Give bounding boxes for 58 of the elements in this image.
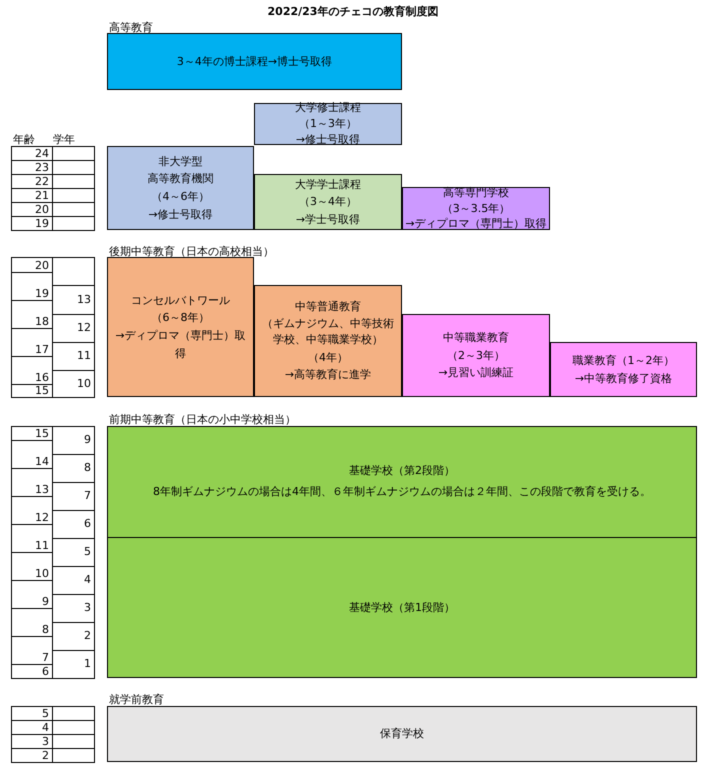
school-box bbox=[107, 537, 697, 678]
box-text: →ディプロマ（専門士）取得 bbox=[405, 216, 547, 232]
table-cell: 19 bbox=[11, 216, 53, 231]
box-text: 中等職業教育 bbox=[443, 330, 509, 346]
table-cell: 2 bbox=[11, 748, 53, 763]
table-cell: 5 bbox=[11, 706, 53, 721]
school-box bbox=[107, 706, 697, 762]
box-text: （3～3.5年） bbox=[442, 200, 510, 216]
box-text: 8年制ギムナジウムの場合は4年間、６年制ギムナジウムの場合は２年間、この段階で教育を受ける。 bbox=[153, 484, 651, 500]
box-text: （3～4年） bbox=[299, 194, 357, 210]
box-text: 基礎学校（第1段階） bbox=[349, 600, 455, 616]
box-text: （2～3年） bbox=[447, 348, 505, 364]
column-header: 年齢 bbox=[13, 132, 35, 147]
table-cell: 9 bbox=[52, 426, 95, 455]
box-text: （4年） bbox=[308, 350, 348, 366]
box-text: （6～8年） bbox=[152, 310, 210, 326]
school-box bbox=[402, 187, 550, 230]
school-box bbox=[254, 174, 402, 230]
table-cell: 10 bbox=[52, 370, 95, 398]
school-box bbox=[550, 342, 697, 397]
school-box bbox=[107, 426, 697, 538]
box-text: 3～4年の博士課程→博士号取得 bbox=[176, 54, 332, 70]
section-heading: 後期中等教育（日本の高校相当） bbox=[109, 244, 274, 259]
column-header: 学年 bbox=[53, 132, 75, 147]
table-cell: 1 bbox=[52, 650, 95, 679]
box-text: →高等教育に進学 bbox=[284, 367, 372, 384]
school-box bbox=[402, 314, 550, 397]
box-text: 非大学型 bbox=[158, 154, 202, 170]
box-text: →修士号取得 bbox=[296, 132, 360, 148]
box-text: 保育学校 bbox=[380, 726, 424, 742]
box-text: 高等教育機関 bbox=[148, 171, 214, 188]
box-text: 中等普通教育 bbox=[295, 299, 361, 316]
box-text: （4～6年） bbox=[152, 189, 210, 205]
box-text: コンセルバトワール bbox=[131, 292, 230, 309]
box-text: （ギムナジウム、中等技術学校、中等職業学校） bbox=[261, 316, 395, 348]
box-text: （1～3年） bbox=[299, 116, 357, 132]
section-heading: 就学前教育 bbox=[109, 692, 164, 707]
table-cell: 15 bbox=[11, 426, 53, 441]
table-cell: 24 bbox=[11, 146, 53, 161]
school-box bbox=[254, 285, 402, 397]
box-text: →ディプロマ（専門士）取得 bbox=[114, 328, 247, 362]
school-box bbox=[107, 33, 402, 90]
section-heading: 前期中等教育（日本の小中学校相当） bbox=[109, 412, 296, 427]
table-cell: 6 bbox=[11, 664, 53, 679]
table-cell: 15 bbox=[11, 384, 53, 398]
diagram-title: 2022/23年のチェコの教育制度図 bbox=[266, 4, 440, 19]
school-box bbox=[107, 257, 254, 397]
box-text: →修士号取得 bbox=[148, 206, 213, 223]
box-text: 大学学士課程 bbox=[295, 176, 361, 193]
box-text: →中等教育修了資格 bbox=[574, 370, 672, 386]
box-text: 基礎学校（第2段階） bbox=[349, 463, 455, 480]
box-text: →見習い訓練証 bbox=[438, 365, 514, 382]
box-text: →学士号取得 bbox=[296, 212, 360, 228]
school-box bbox=[107, 146, 254, 230]
section-heading: 高等教育 bbox=[109, 20, 153, 35]
table-cell: 20 bbox=[11, 257, 53, 273]
school-box bbox=[254, 103, 402, 145]
box-text: 職業教育（1～2年） bbox=[572, 352, 674, 369]
